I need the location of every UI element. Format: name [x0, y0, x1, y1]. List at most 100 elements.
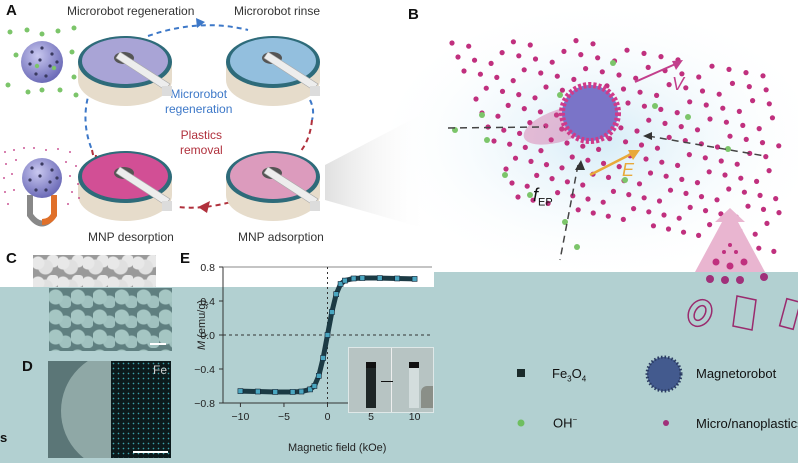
plastic-particle [521, 67, 527, 73]
plastic-particle [703, 102, 709, 108]
mh-data-point [329, 309, 335, 315]
oh-particle [479, 112, 485, 118]
legend-cut-text: s [0, 430, 8, 445]
panel-label-c: C [6, 250, 17, 267]
cycle-label-plastics-line2: removal [180, 143, 223, 157]
cycle-label-plastics-removal: Plastics removal [180, 128, 223, 158]
bottle-icon [778, 297, 798, 331]
plastic-particle [763, 154, 769, 160]
plastic-particle [599, 69, 605, 75]
plastic-particle [596, 146, 602, 152]
plastic-particle [527, 120, 533, 126]
plastic-particle [571, 76, 577, 82]
mh-data-point [359, 275, 366, 281]
tank-adsorption [226, 151, 320, 221]
uptake-arrow [695, 208, 765, 272]
plastic-particle [665, 226, 672, 232]
plastic-particle [722, 172, 728, 178]
plastic-particle [658, 54, 664, 60]
plastic-particle [707, 222, 713, 228]
plastic-particle [726, 66, 732, 72]
plastic-particle [760, 206, 767, 212]
plastic-particle [729, 80, 736, 86]
mh-data-point [311, 383, 318, 389]
plastic-particle [507, 141, 513, 147]
plastic-particle [455, 54, 461, 60]
stage-label-desorption: MNP desorption [88, 230, 174, 244]
plastic-particle [694, 127, 701, 133]
plastic-particle [702, 208, 709, 214]
plastic-particle [449, 40, 455, 46]
plastic-particle [646, 209, 652, 215]
mh-data-point [255, 388, 261, 395]
plastic-particle [633, 75, 639, 81]
plastic-particle [666, 134, 672, 140]
oh-particle [484, 137, 490, 143]
plastic-particle [663, 173, 669, 179]
tank-rinse [226, 36, 320, 106]
robot-with-magnet [3, 147, 80, 227]
plastic-particle [573, 38, 579, 44]
plastic-particle [580, 182, 586, 188]
y-tick-label: 0.4 [200, 296, 215, 308]
panel-label-d: D [22, 358, 33, 375]
plastic-particle [747, 150, 753, 156]
plastic-particle [537, 109, 544, 115]
cycle-arrow-red-right [299, 119, 313, 153]
plastic-particle [769, 115, 776, 121]
plastic-particle [534, 172, 540, 178]
plastic-particle [723, 119, 730, 125]
plastic-particle [528, 158, 534, 164]
plastic-particle [647, 170, 654, 176]
plastic-particle [610, 188, 617, 194]
plastic-particle [590, 210, 596, 216]
plastic-particle [538, 148, 544, 154]
plastic-particle [595, 55, 601, 61]
plastic-particle [766, 101, 772, 107]
plastic-particle [499, 88, 506, 94]
plastic-particle [702, 155, 708, 161]
legend-fe3o4-sub3: 3 [567, 374, 572, 384]
plastic-particle [527, 42, 533, 48]
x-tick-label: −10 [232, 411, 250, 423]
plastic-particle [554, 73, 560, 79]
plastic-particle [746, 84, 752, 90]
plastic-particle [656, 198, 663, 204]
legend-oh-base: OH [553, 415, 573, 431]
plastic-particle [764, 220, 770, 226]
legend-plastics: Micro/nanoplastics [696, 416, 798, 431]
plastic-particle [524, 183, 530, 189]
x-tick-label: 10 [409, 411, 421, 423]
plastic-particle [743, 70, 749, 76]
oh-particle [562, 219, 568, 225]
plastic-particle [646, 117, 652, 123]
plastic-particle [654, 145, 661, 151]
plastic-particle [605, 174, 612, 180]
plastic-particle [624, 47, 630, 53]
plastic-particle [532, 56, 539, 62]
plastic-particle [532, 95, 538, 101]
plastic-particle [578, 52, 584, 58]
plastic-particle [461, 68, 467, 74]
plastic-particle [683, 190, 689, 196]
plastic-particle [543, 84, 549, 90]
legend-fe3o4: Fe3O4 [552, 366, 586, 384]
sem-image-c [49, 288, 172, 351]
cycle-arrowhead-blue [196, 18, 205, 28]
mh-data-point [324, 332, 331, 338]
plastic-particle [716, 91, 722, 97]
plastic-particle [741, 189, 748, 195]
oh-marker-icon [517, 419, 525, 427]
cycle-arrow-blue-left [84, 89, 93, 151]
bag-icon [732, 295, 757, 331]
cycle-label-regeneration-line2: regeneration [165, 102, 233, 116]
plastic-particle [675, 162, 681, 168]
label-fep: fEP [533, 185, 553, 209]
oh-particle [622, 177, 628, 183]
plastic-particle [516, 53, 522, 59]
oh-particle [574, 244, 580, 250]
plastic-particle [760, 73, 766, 79]
plastic-particle [714, 144, 721, 150]
legend-fe3o4-sub4: 4 [581, 374, 587, 384]
